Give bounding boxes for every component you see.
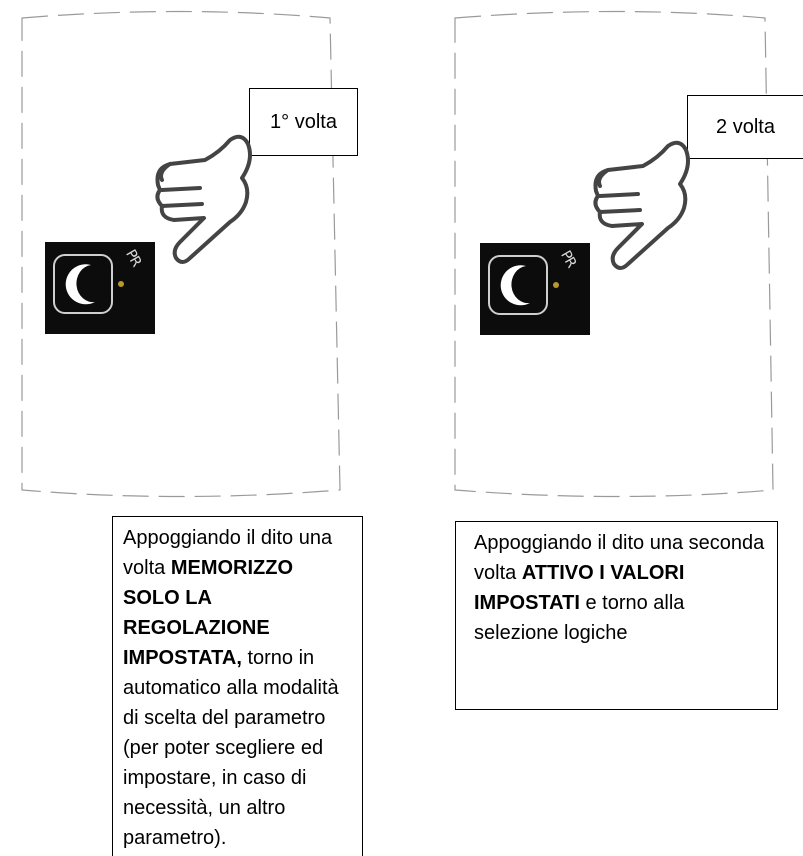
step-panel-1: 1° volta PR [0, 0, 360, 505]
caption-step-1: Appoggiando il dito una volta MEMORIZZO … [112, 516, 363, 856]
pointing-hand-icon [155, 134, 252, 264]
dashed-device-outline [454, 10, 774, 498]
caption-text: torno in automatico alla modalità di sce… [123, 647, 339, 849]
caption-text: Appoggiando il dito una seconda volta [474, 532, 765, 584]
pointing-hand-icon [593, 140, 690, 270]
pr-badge: PR [557, 247, 580, 271]
night-mode-button[interactable] [488, 255, 548, 315]
crescent-moon-icon [65, 264, 95, 305]
caption-emphasis: MEMORIZZO SOLO LA REGOLAZIONE IMPOSTATA, [123, 557, 294, 669]
caption-step-2: Appoggiando il dito una seconda volta AT… [455, 521, 778, 710]
dashed-device-outline [21, 10, 341, 498]
night-mode-button-panel: PR [480, 243, 590, 335]
status-led [118, 281, 124, 287]
caption-emphasis: ATTIVO I VALORI IMPOSTATI [474, 562, 685, 614]
status-led [553, 282, 559, 288]
caption-text: Appoggiando il dito una volta [123, 527, 333, 579]
night-mode-button-panel: PR [45, 242, 155, 334]
pr-badge: PR [122, 246, 145, 270]
night-mode-button[interactable] [53, 254, 113, 314]
step-label: 1° volta [249, 88, 358, 156]
step-label: 2 volta [687, 95, 803, 159]
caption-text: e torno alla selezione logiche [474, 592, 685, 644]
crescent-moon-icon [500, 265, 530, 306]
step-panel-2: 2 volta PR [440, 0, 803, 505]
